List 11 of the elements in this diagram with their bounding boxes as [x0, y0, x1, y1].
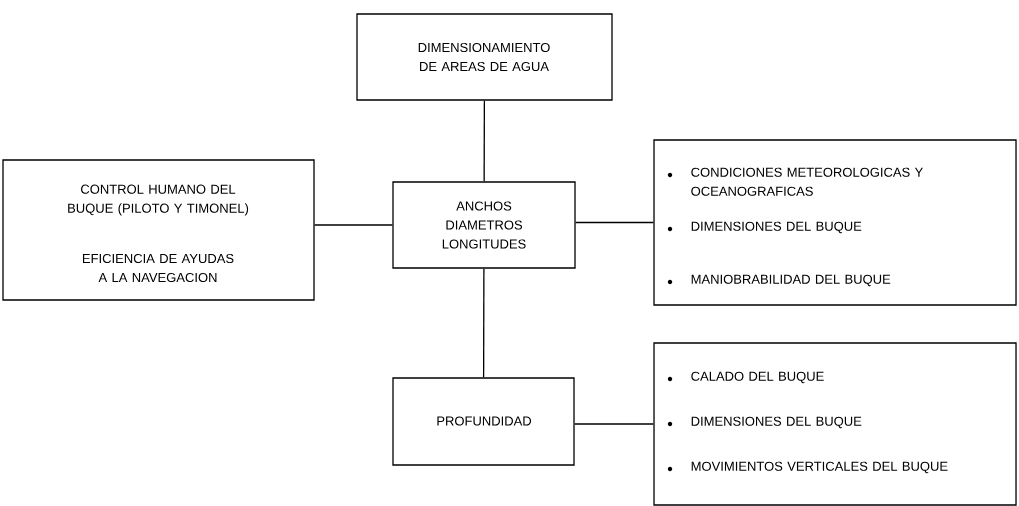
list-box: CONDICIONES METEOROLOGICAS Y OCEANOGRAFICAS DIMENSIONES DEL BUQUE MANIOBRABILIDAD DEL BUQUE	[653, 139, 1017, 306]
connector-line	[574, 423, 654, 425]
list-box: CALADO DEL BUQUE DIMENSIONES DEL BUQUE MOVIMIENTOS VERTICALES DEL BUQUE	[653, 342, 1017, 506]
connector-line	[314, 224, 393, 226]
process-box: ANCHOS DIAMETROS LONGITUDES	[392, 181, 576, 269]
connector-line	[483, 100, 486, 182]
connector-line	[575, 221, 654, 224]
process-box: CONTROL HUMANO DEL BUQUE (PILOTO Y TIMONEL) EFICIENCIA DE AYUDAS A LA NAVEGACION	[2, 159, 315, 301]
connector-line	[482, 268, 485, 378]
process-box: PROFUNDIDAD	[392, 377, 575, 466]
process-box: DIMENSIONAMIENTO DE AREAS DE AGUA	[356, 13, 613, 101]
